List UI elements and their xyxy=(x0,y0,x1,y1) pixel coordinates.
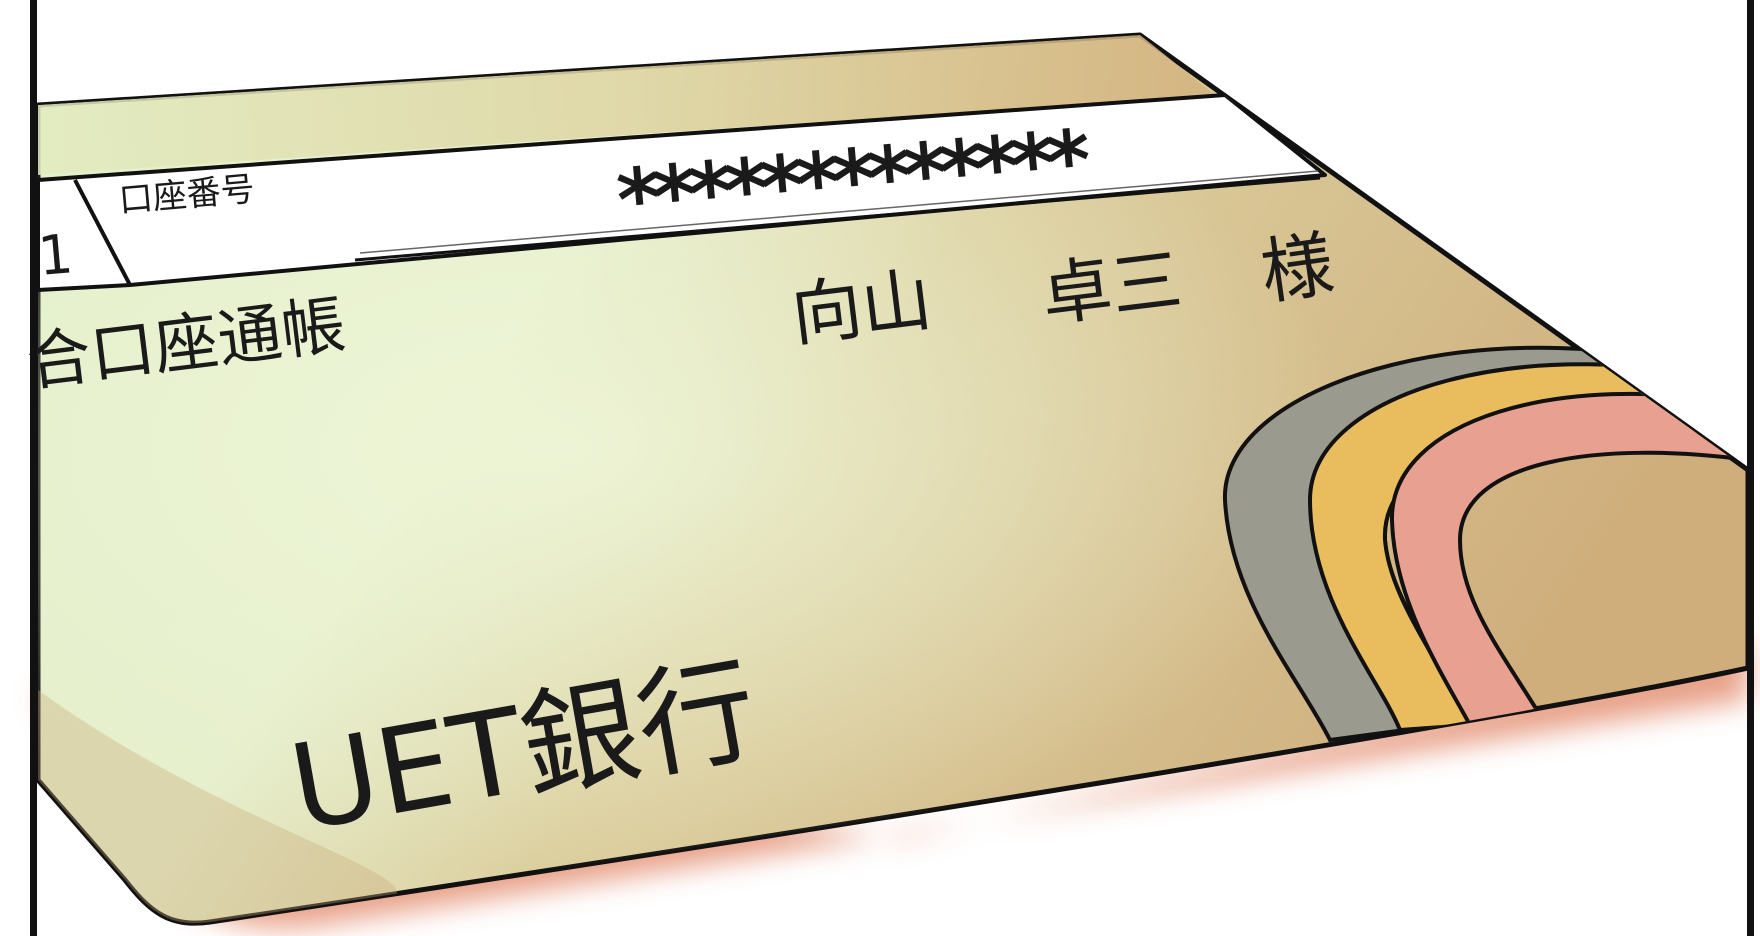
honorific: 様 xyxy=(1256,222,1339,315)
partial-digit: 1 xyxy=(36,222,76,288)
holder-given-name: 卓三 xyxy=(1037,238,1186,336)
panel-border-left xyxy=(30,0,37,936)
holder-surname: 向山 xyxy=(787,258,936,356)
account-number-band xyxy=(38,93,1327,292)
panel-border-right xyxy=(1747,0,1754,936)
